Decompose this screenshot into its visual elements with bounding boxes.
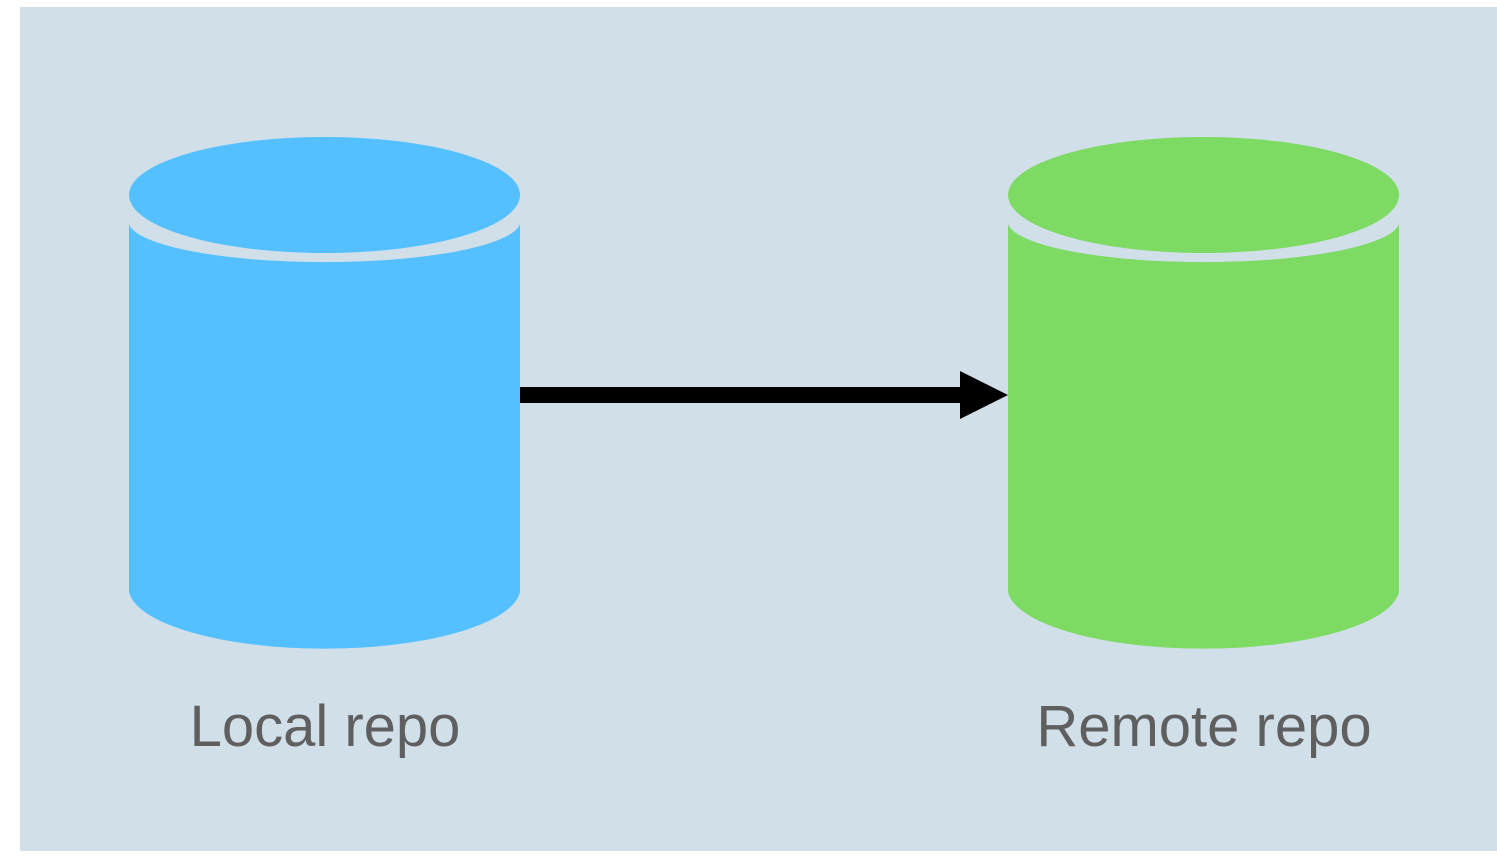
push-arrow bbox=[520, 371, 1008, 419]
local-repo-label: Local repo bbox=[190, 694, 461, 759]
push-arrow-shaft bbox=[520, 387, 965, 403]
remote-repo-label: Remote repo bbox=[1036, 694, 1371, 759]
remote-repo-cylinder bbox=[1008, 137, 1399, 649]
local-repo-cylinder-body bbox=[129, 224, 520, 649]
local-repo-cylinder bbox=[129, 137, 520, 649]
push-arrow-head bbox=[960, 371, 1008, 419]
remote-repo-cylinder-body bbox=[1008, 224, 1399, 649]
local-repo-cylinder-top bbox=[129, 137, 520, 253]
remote-repo-cylinder-top bbox=[1008, 137, 1399, 253]
